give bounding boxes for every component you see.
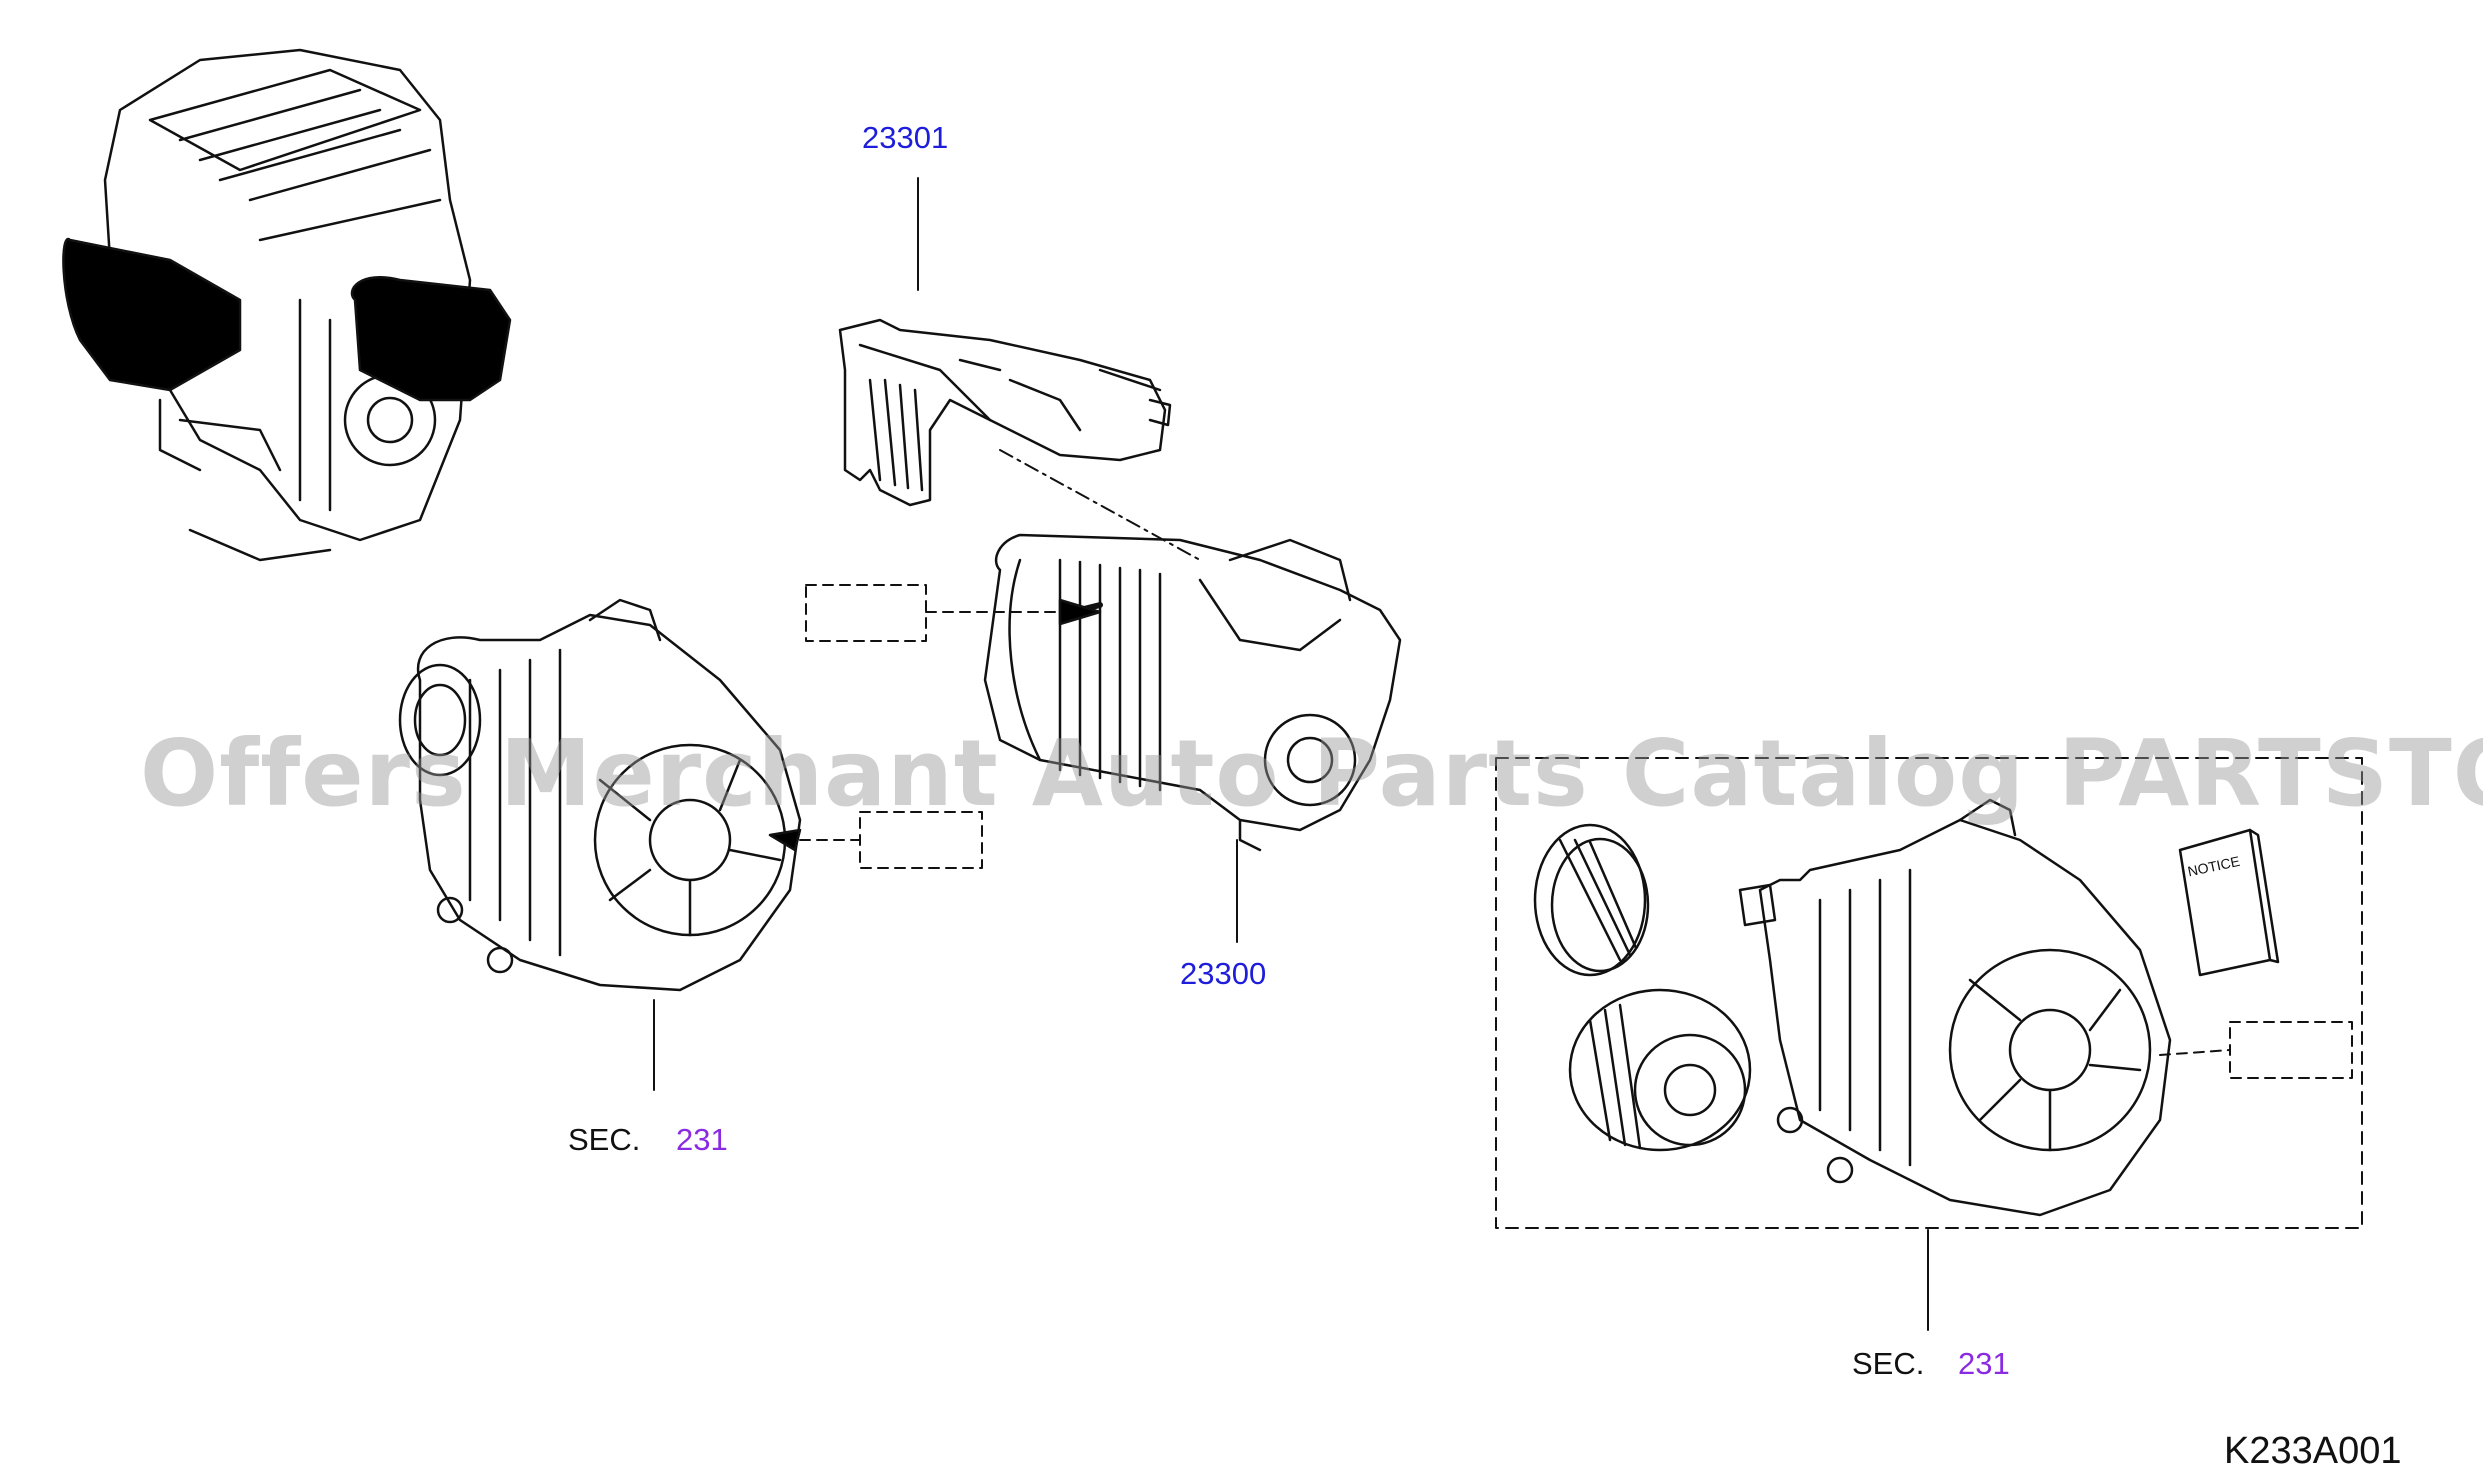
- reference-box-starter: [805, 584, 927, 642]
- connector-solenoid-starter: [999, 449, 1201, 561]
- notice-booklet-label: NOTICE: [2186, 853, 2241, 880]
- section-label-right: SEC.: [1852, 1346, 1925, 1381]
- part-23301-illustration: [838, 318, 1172, 507]
- section-label-left: SEC.: [568, 1122, 641, 1157]
- engine-overview-illustration: [62, 48, 512, 562]
- alternator-kit-illustration: [1533, 798, 2280, 1217]
- alternator-kit-group-box: [1495, 757, 2363, 1229]
- section-231-link-right[interactable]: 231: [1958, 1346, 2010, 1381]
- section-231-link-left[interactable]: 231: [676, 1122, 728, 1157]
- part-number-23301-link[interactable]: 23301: [862, 120, 949, 155]
- reference-box-alternator-kit: [2229, 1021, 2353, 1079]
- diagram-code: K233A001: [2224, 1430, 2402, 1472]
- arrow-starter-ref: [1058, 598, 1102, 626]
- part-23300-illustration: [983, 533, 1402, 852]
- connector-kit-ref: [2159, 1049, 2231, 1056]
- part-number-23300-link[interactable]: 23300: [1180, 956, 1267, 991]
- alternator-left-illustration: [398, 598, 802, 992]
- reference-box-alternator-left: [859, 811, 983, 869]
